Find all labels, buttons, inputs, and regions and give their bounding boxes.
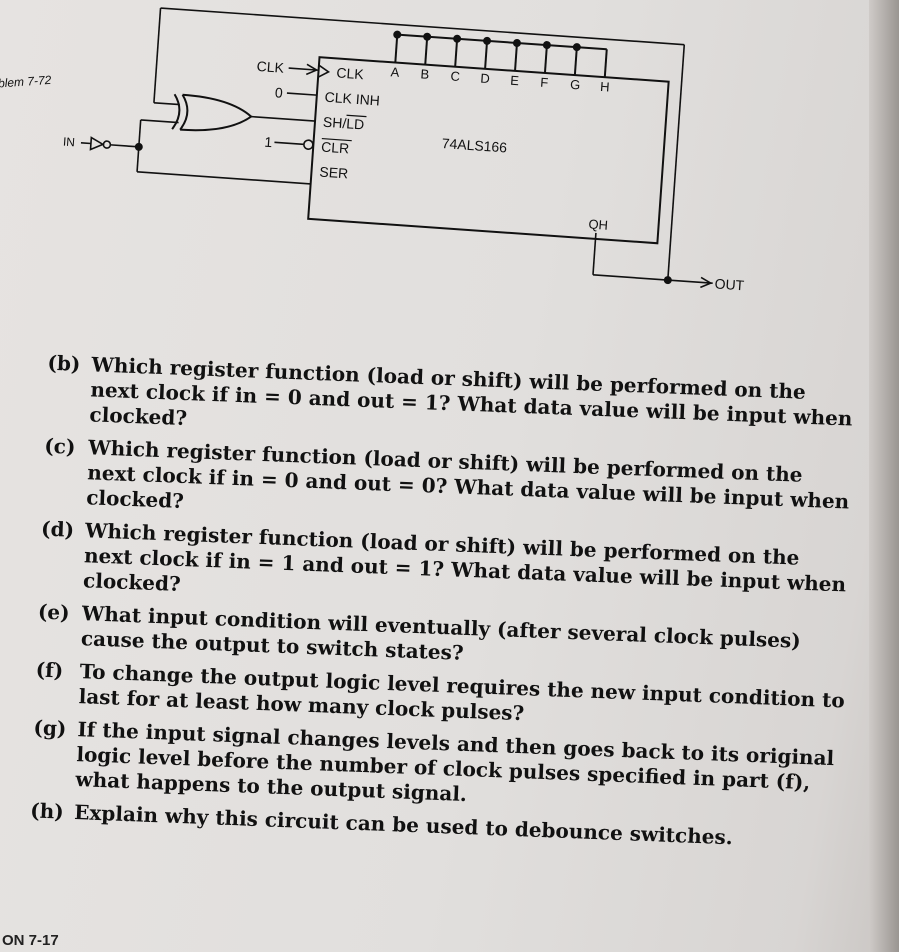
shift-register-circuit-diagram: blem 7-72 74ALS166 CLK CLK INH SH/LD CLR… xyxy=(0,7,745,293)
data-input-h: H xyxy=(600,79,610,95)
clock-triangle-icon xyxy=(317,64,331,78)
arrow-right-icon xyxy=(305,63,319,76)
question-list: (b) Which register function (load or shi… xyxy=(12,350,860,863)
pin-sh-ld: SH/LD xyxy=(322,114,364,133)
xor-gate-icon xyxy=(171,93,253,132)
data-input-g: G xyxy=(570,77,581,93)
question-letter: (f) xyxy=(35,657,64,683)
chip-body xyxy=(307,56,670,245)
ext-zero-label: 0 xyxy=(274,84,283,101)
input-wires xyxy=(110,119,311,185)
data-input-a: A xyxy=(390,64,400,80)
bus-junction-dots xyxy=(393,30,581,52)
inverter-icon xyxy=(80,136,112,151)
question-letter: (b) xyxy=(47,350,81,376)
arrow-right-icon xyxy=(700,276,713,289)
question-letter: (h) xyxy=(29,798,65,824)
feedback-wire xyxy=(153,7,713,285)
input-junction-dot xyxy=(134,142,143,151)
ext-one-label: 1 xyxy=(264,134,273,151)
pin-ser: SER xyxy=(319,164,349,182)
input-label: IN xyxy=(63,135,76,150)
output-pin-qh: QH xyxy=(588,216,608,232)
question-letter: (d) xyxy=(40,516,75,542)
pin-clr: CLR xyxy=(321,139,350,157)
data-input-bus xyxy=(394,33,608,78)
question-letter: (e) xyxy=(37,599,71,625)
pin-clk: CLK xyxy=(336,64,365,82)
problem-label: blem 7-72 xyxy=(0,73,52,91)
data-input-f: F xyxy=(540,75,549,91)
output-label: OUT xyxy=(714,275,745,293)
ext-clk-label: CLK xyxy=(256,58,285,76)
data-input-c: C xyxy=(450,68,460,84)
output-junction-dot xyxy=(663,276,672,285)
page-edge xyxy=(869,0,899,952)
pin-clk-inh: CLK INH xyxy=(324,89,380,109)
data-input-d: D xyxy=(480,71,490,87)
data-input-e: E xyxy=(510,73,520,89)
question-letter: (g) xyxy=(33,715,67,741)
data-input-b: B xyxy=(420,66,430,82)
chip-name: 74ALS166 xyxy=(441,135,508,156)
inversion-bubble-icon xyxy=(303,139,314,150)
question-letter: (c) xyxy=(43,433,76,459)
section-footer-label: ON 7-17 xyxy=(2,932,59,949)
